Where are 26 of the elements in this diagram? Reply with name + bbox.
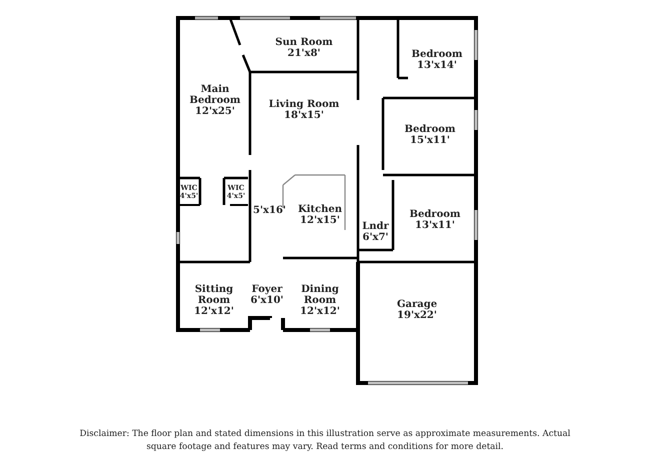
room-dimensions: 6'x10' [250, 295, 284, 306]
room-dimensions: 13'x14' [417, 60, 457, 71]
room-name: Garage [396, 299, 438, 310]
room-dimensions: 18'x15' [284, 110, 324, 121]
room-dimensions: 12'x15' [300, 215, 340, 226]
room-dimensions: 21'x8' [288, 48, 320, 58]
room-name: Sitting Room [194, 284, 234, 306]
room-name: Kitchen [298, 204, 342, 215]
room-dimensions: 19'x22' [397, 310, 437, 321]
disclaimer-text: Disclaimer: The floor plan and stated dimensions in this illustration serve as approximate measurements. Actual square footage and features may vary. Read terms and conditions for more detail. [78, 428, 572, 454]
room-name: Main Bedroom [188, 84, 242, 106]
room-name: Bedroom [410, 209, 460, 220]
room-dimensions: 13'x11' [415, 220, 455, 231]
room-name: Bedroom [404, 124, 456, 135]
room-name: Dining Room [300, 284, 340, 306]
room-dimensions: 15'x11' [410, 135, 450, 146]
room-name: Sun Room [275, 36, 333, 48]
room-dimensions: 5'x16' [253, 205, 286, 216]
room-dimensions: 12'x12' [194, 306, 234, 316]
room-name: Living Room [268, 99, 340, 110]
room-name: Foyer [252, 284, 282, 295]
room-name: Bedroom [412, 49, 462, 60]
room-name: Lndr [362, 221, 389, 232]
room-dimensions: 6'x7' [362, 232, 388, 243]
room-dimensions: 12'x12' [300, 306, 340, 316]
room-dimensions: 12'x25' [195, 106, 235, 116]
